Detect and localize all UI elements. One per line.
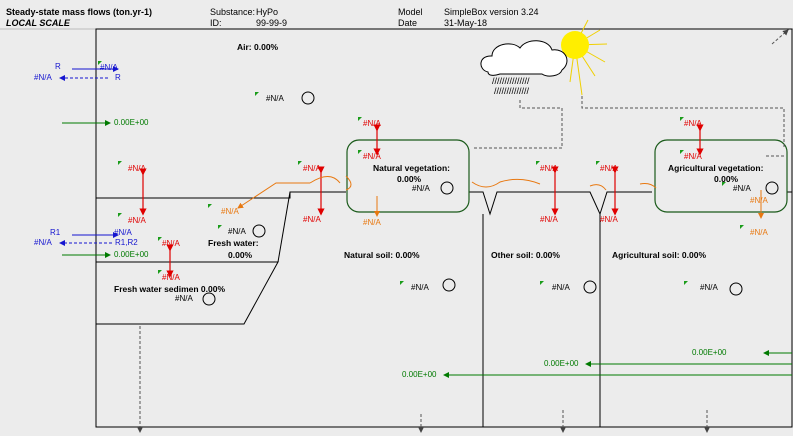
outflow-r-label: R — [115, 74, 121, 82]
emission-water-value: #N/A — [114, 229, 132, 237]
id-value: 99-99-9 — [256, 19, 287, 28]
sediment-degradation-value: #N/A — [175, 295, 193, 303]
substance-label: Substance: — [210, 8, 255, 17]
date-label: Date — [398, 19, 417, 28]
comment-marker — [680, 117, 684, 121]
natural-soil-inflow-value: 0.00E+00 — [402, 371, 436, 379]
air-natsoil-exchange-bottom: #N/A — [303, 216, 321, 224]
agrisoil-degradation-value: #N/A — [700, 284, 718, 292]
air-othersoil-exchange-bottom: #N/A — [540, 216, 558, 224]
air-agrisoil-exchange-top: #N/A — [600, 165, 618, 173]
comment-marker — [218, 225, 222, 229]
natsoil-water-runoff: #N/A — [221, 208, 239, 216]
inflow-water-value: #N/A — [34, 239, 52, 247]
comment-marker — [596, 161, 600, 165]
scale-label: LOCAL SCALE — [6, 19, 70, 28]
air-inflow-value: 0.00E+00 — [114, 119, 148, 127]
id-label: ID: — [210, 19, 222, 28]
agricultural-vegetation-label: Agricultural vegetation: — [668, 164, 763, 173]
fresh-water-sediment-label: Fresh water sedimen 0.00% — [114, 285, 225, 294]
page-title: Steady-state mass flows (ton.yr-1) — [6, 8, 152, 17]
natural-vegetation-pct: 0.00% — [397, 175, 421, 184]
comment-marker — [158, 237, 162, 241]
natsoil-degradation-value: #N/A — [411, 284, 429, 292]
comment-marker — [98, 61, 102, 65]
comment-marker — [208, 204, 212, 208]
other-soil-inflow-value: 0.00E+00 — [544, 360, 578, 368]
water-sediment-exchange-bottom: #N/A — [162, 274, 180, 282]
substance-value: HyPo — [256, 8, 278, 17]
natural-vegetation-label: Natural vegetation: — [373, 164, 450, 173]
air-label: Air: 0.00% — [237, 43, 278, 52]
agricultural-soil-label: Agricultural soil: 0.00% — [612, 251, 706, 260]
agriveg-agrisoil-flow-1: #N/A — [750, 197, 768, 205]
emission-air-value: #N/A — [100, 64, 118, 72]
comment-marker — [684, 281, 688, 285]
emission-r1-label: R1 — [50, 229, 60, 237]
fresh-water-pct: 0.00% — [228, 251, 252, 260]
date-value: 31-May-18 — [444, 19, 487, 28]
svg-text:///////////////: /////////////// — [492, 76, 530, 86]
comment-marker — [118, 161, 122, 165]
othersoil-degradation-value: #N/A — [552, 284, 570, 292]
agricultural-vegetation-pct: 0.00% — [714, 175, 738, 184]
agriveg-agrisoil-flow-2: #N/A — [750, 229, 768, 237]
outflow-r1r2-label: R1,R2 — [115, 239, 138, 247]
air-natveg-exchange-top: #N/A — [363, 120, 381, 128]
emission-r-label: R — [55, 63, 61, 71]
comment-marker — [358, 117, 362, 121]
air-natveg-exchange-bottom: #N/A — [363, 153, 381, 161]
inflow-air-value: #N/A — [34, 74, 52, 82]
comment-marker — [158, 270, 162, 274]
model-value: SimpleBox version 3.24 — [444, 8, 539, 17]
comment-marker — [255, 92, 259, 96]
water-sediment-exchange-top: #N/A — [162, 240, 180, 248]
fresh-water-label: Fresh water: — [208, 239, 259, 248]
air-water-exchange-bottom: #N/A — [128, 217, 146, 225]
natveg-natsoil-flow: #N/A — [363, 219, 381, 227]
air-degradation-value: #N/A — [266, 95, 284, 103]
air-agrisoil-exchange-bottom: #N/A — [600, 216, 618, 224]
comment-marker — [540, 281, 544, 285]
air-natsoil-exchange-top: #N/A — [303, 165, 321, 173]
air-othersoil-exchange-top: #N/A — [540, 165, 558, 173]
model-label: Model — [398, 8, 423, 17]
comment-marker — [400, 281, 404, 285]
comment-marker — [740, 225, 744, 229]
agri-soil-inflow-value: 0.00E+00 — [692, 349, 726, 357]
air-agriveg-exchange-bottom: #N/A — [684, 153, 702, 161]
comment-marker — [298, 161, 302, 165]
air-agriveg-exchange-top: #N/A — [684, 120, 702, 128]
svg-text://////////////: ////////////// — [494, 86, 530, 96]
natural-soil-label: Natural soil: 0.00% — [344, 251, 420, 260]
comment-marker — [722, 182, 726, 186]
comment-marker — [118, 213, 122, 217]
water-inflow-value: 0.00E+00 — [114, 251, 148, 259]
comment-marker — [680, 150, 684, 154]
natveg-degradation-value: #N/A — [412, 185, 430, 193]
comment-marker — [358, 150, 362, 154]
other-soil-label: Other soil: 0.00% — [491, 251, 560, 260]
air-water-exchange-top: #N/A — [128, 165, 146, 173]
comment-marker — [536, 161, 540, 165]
environment-box — [96, 29, 792, 427]
water-degradation-value: #N/A — [228, 228, 246, 236]
agriveg-degradation-value: #N/A — [733, 185, 751, 193]
